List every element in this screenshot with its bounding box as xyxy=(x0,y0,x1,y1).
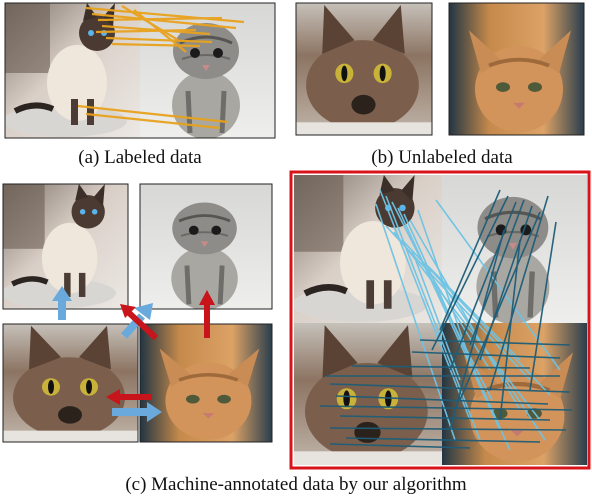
arrow-red-up xyxy=(199,290,215,338)
image-brown-cat xyxy=(294,323,442,465)
panel-b-unlabeled-data xyxy=(295,2,585,136)
image-tabby-kitten xyxy=(140,3,275,139)
caption-b: (b) Unlabeled data xyxy=(371,147,513,168)
panel-c-graph xyxy=(2,183,273,443)
correspondence-lines-orange xyxy=(77,5,245,130)
image-brown-cat xyxy=(2,323,139,443)
arrow-blue-up xyxy=(52,286,72,320)
panel-c-correspondences xyxy=(289,170,591,470)
arrow-blue-right xyxy=(112,402,162,422)
arrow-red-diagonal xyxy=(120,304,159,341)
caption-a: (a) Labeled data xyxy=(78,147,202,168)
image-tabby-kitten xyxy=(139,183,273,310)
image-orange-kitten xyxy=(448,2,585,136)
image-orange-kitten xyxy=(139,323,273,443)
caption-c: (c) Machine-annotated data by our algori… xyxy=(125,474,467,495)
panel-a-labeled-data xyxy=(4,2,276,139)
image-brown-cat xyxy=(295,2,433,136)
highlight-border xyxy=(289,170,591,470)
arrow-red-left xyxy=(106,389,152,405)
correspondence-lines-dark-blue xyxy=(319,189,573,449)
